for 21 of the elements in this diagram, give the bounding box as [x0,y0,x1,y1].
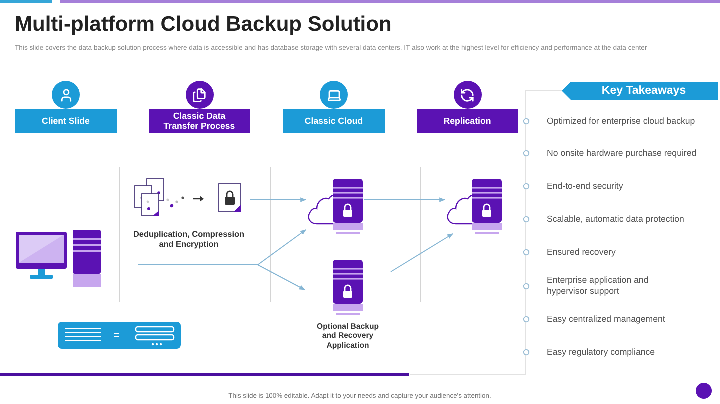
column-header: Client Slide [15,109,117,133]
takeaway-text: End-to-end security [547,180,624,192]
section-banner: Key Takeaways [562,82,718,100]
arrow [390,234,454,272]
slide-title: Multi-platform Cloud Backup Solution [15,12,392,37]
arrow [250,198,307,202]
column-header: Replication [417,109,518,133]
cloud-server-illustration [445,178,503,234]
cloud-server-illustration [306,178,364,234]
takeaway-text: Enterprise application and hypervisor support [547,275,650,297]
takeaway-text: Ensured recovery [547,246,617,258]
column-header: Classic Data Transfer Process [149,109,250,133]
takeaway-text: Scalable, automatic data protection [547,214,686,224]
column-header: Classic Cloud [283,109,385,133]
arrow [364,198,446,202]
takeaway-text: Easy centralized management [547,314,666,324]
takeaway-text: Easy regulatory compliance [547,346,656,358]
takeaway-text: Optimized for enterprise cloud backup [547,116,696,126]
takeaway-text: No onsite hardware purchase required [547,148,698,158]
step-caption: Deduplication, Compression and Encryption [132,230,246,250]
arrow [138,264,306,290]
